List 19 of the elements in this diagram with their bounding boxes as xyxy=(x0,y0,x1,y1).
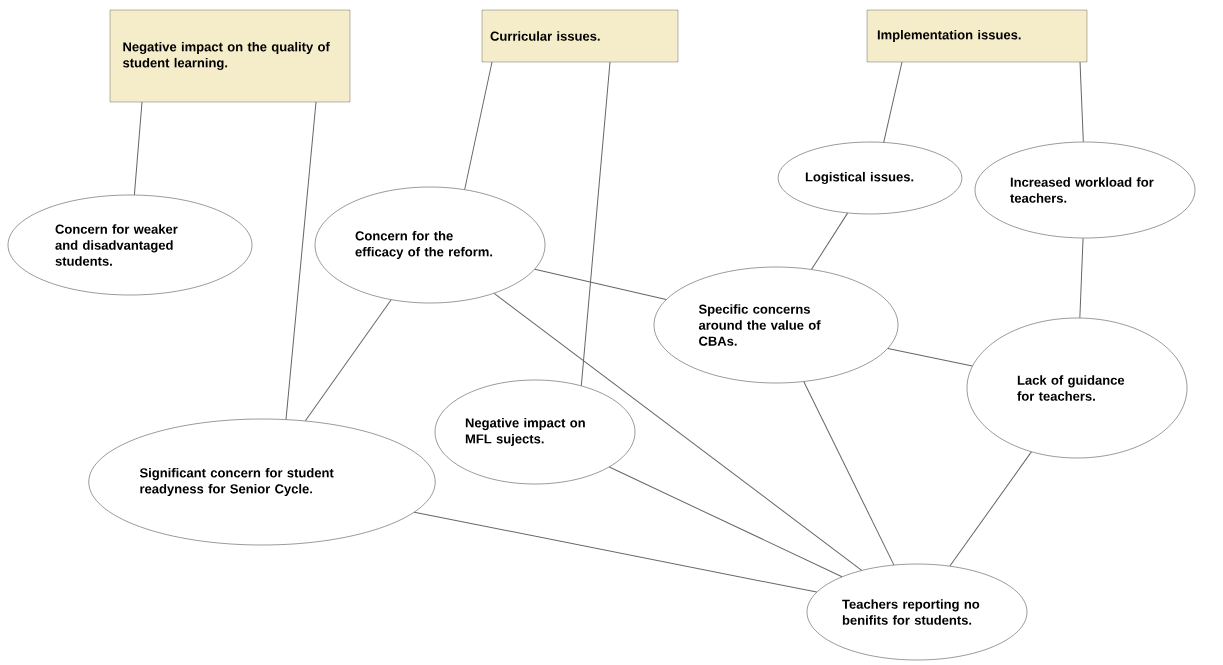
connector-line xyxy=(1079,61,1084,143)
category-box: Negative impact on the quality of student learning. xyxy=(109,9,351,103)
connector-line xyxy=(1079,237,1084,319)
connector-line xyxy=(949,451,1032,567)
connector-line xyxy=(493,292,863,571)
category-box: Implementation issues. xyxy=(866,9,1088,63)
connector-line xyxy=(887,347,973,367)
connector-line xyxy=(534,268,667,301)
connector-line xyxy=(608,466,843,578)
connector-line xyxy=(883,61,903,143)
category-box: Curricular issues. xyxy=(481,9,679,63)
connector-line xyxy=(811,212,849,270)
connector-line xyxy=(413,511,818,593)
connector-line xyxy=(285,101,317,420)
connector-line xyxy=(133,101,143,196)
connector-line xyxy=(304,299,392,422)
connector-line xyxy=(803,381,895,566)
connector-line xyxy=(464,61,493,190)
connector-line xyxy=(580,61,611,387)
